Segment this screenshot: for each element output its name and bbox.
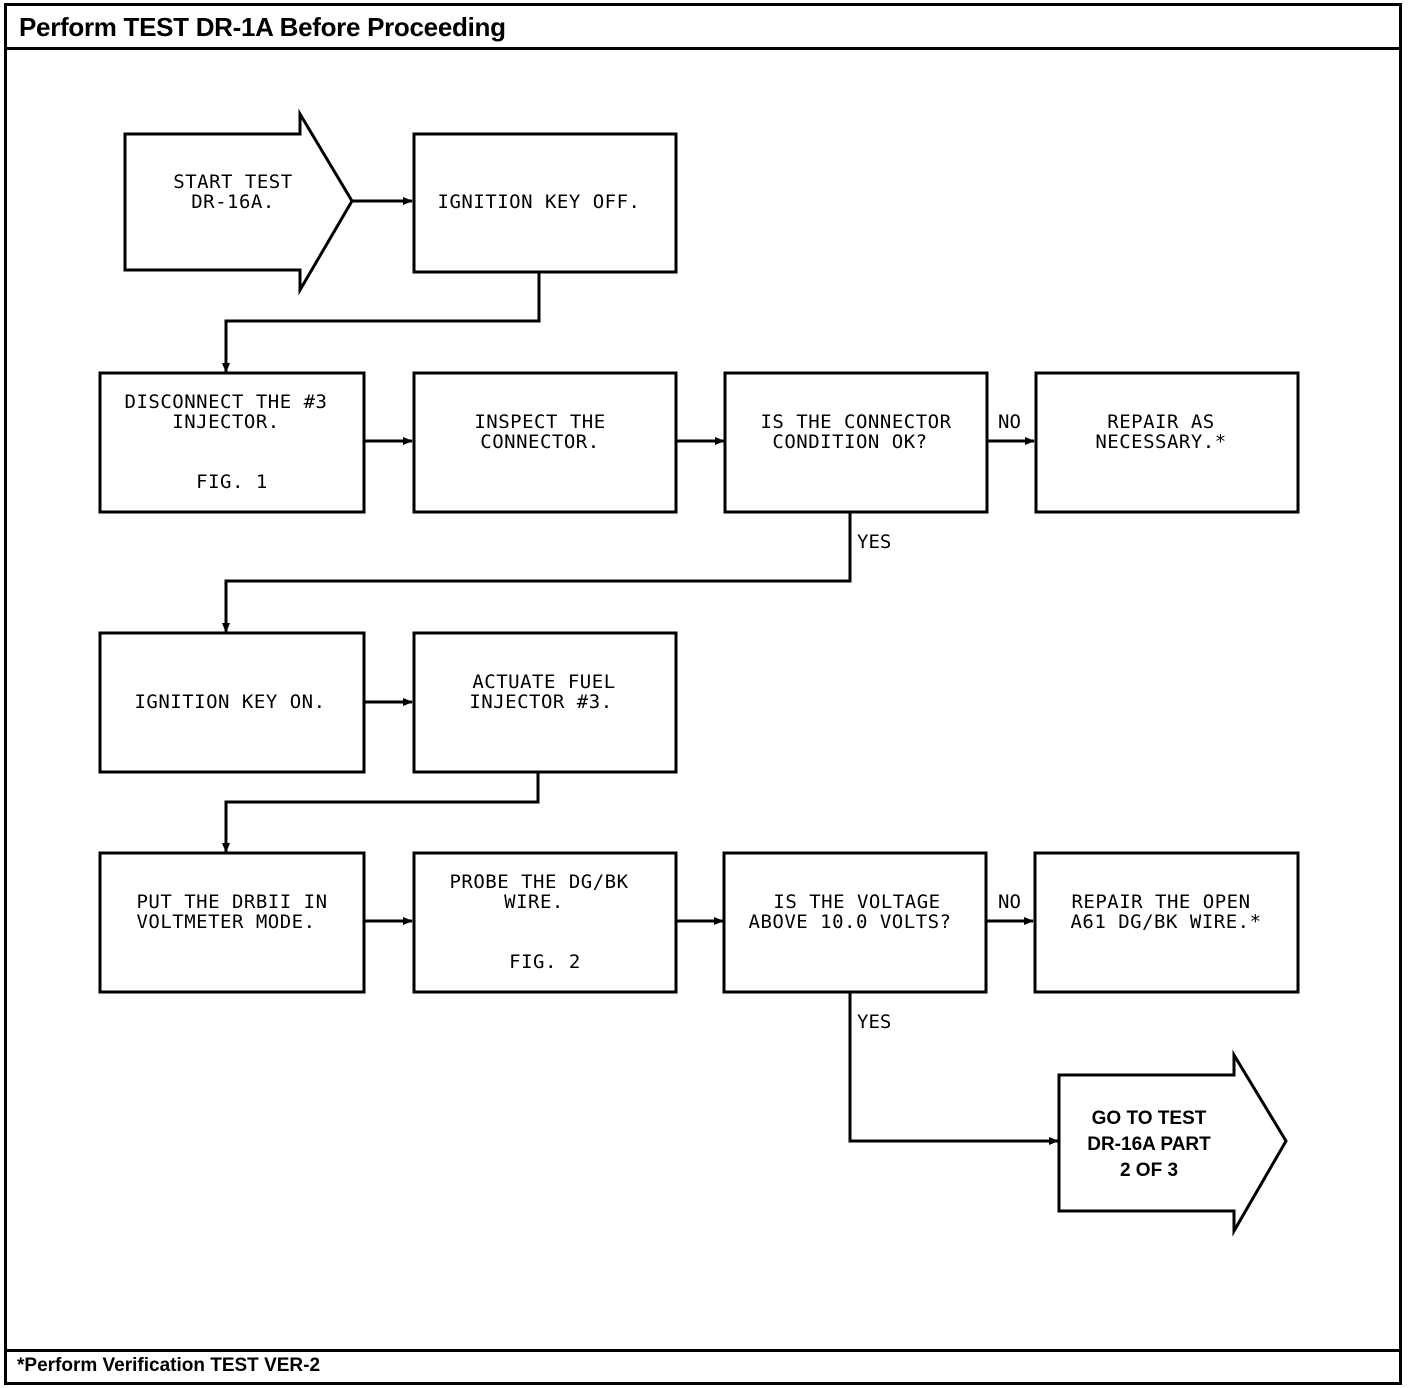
probe-fig: FIG. 2 (509, 951, 581, 973)
goto-line-2: DR-16A PART (1087, 1134, 1211, 1155)
label-no-1: NO (998, 411, 1021, 433)
disconnect-line-1: DISCONNECT THE #3 (125, 391, 328, 413)
ignition-off-node: IGNITION KEY OFF. (412, 132, 678, 274)
footer-bar: *Perform Verification TEST VER-2 (7, 1349, 1399, 1382)
ignition-off-line-1: IGNITION KEY OFF. (438, 191, 641, 213)
connector-connector-ok-yes (222, 512, 852, 633)
connectors (222, 197, 1059, 1145)
connector-ignition-off-to-disconnect (222, 272, 541, 373)
voltmeter-box (98, 851, 366, 994)
disconnect-line-2: INJECTOR. (172, 411, 279, 433)
repair-open-line-2: A61 DG/BK WIRE.* (1070, 911, 1261, 933)
page-frame: Perform TEST DR-1A Before Proceeding *Pe… (4, 3, 1402, 1385)
voltmeter-node: PUT THE DRBII IN VOLTMETER MODE. (98, 851, 366, 994)
connector-ok-node: IS THE CONNECTOR CONDITION OK? (723, 371, 989, 514)
repair-necessary-line-2: NECESSARY.* (1095, 431, 1226, 453)
header-bar: Perform TEST DR-1A Before Proceeding (7, 6, 1399, 50)
start-node: START TEST DR-16A. (123, 108, 354, 296)
footer-note: *Perform Verification TEST VER-2 (17, 1355, 321, 1376)
voltage-check-line-1: IS THE VOLTAGE (773, 891, 940, 913)
voltmeter-line-1: PUT THE DRBII IN (136, 891, 327, 913)
probe-node: PROBE THE DG/BK WIRE. FIG. 2 (412, 851, 678, 994)
start-line-1: START TEST (173, 171, 292, 193)
connector-ok-box (723, 371, 989, 514)
page-title: Perform TEST DR-1A Before Proceeding (19, 12, 506, 42)
repair-open-line-1: REPAIR THE OPEN (1071, 891, 1250, 913)
connector-actuate-to-voltmeter (222, 772, 540, 853)
label-yes-1: YES (857, 531, 891, 553)
probe-line-2: WIRE. (504, 891, 564, 913)
disconnect-box (98, 371, 366, 514)
ignition-on-box (98, 631, 366, 774)
actuate-line-1: ACTUATE FUEL (472, 671, 615, 693)
start-arrow-shape (123, 108, 354, 296)
repair-necessary-node: REPAIR AS NECESSARY.* (1034, 371, 1300, 514)
label-yes-2: YES (857, 1011, 891, 1033)
inspect-line-1: INSPECT THE (474, 411, 605, 433)
connector-ok-line-1: IS THE CONNECTOR (760, 411, 951, 433)
disconnect-node: DISCONNECT THE #3 INJECTOR. FIG. 1 (98, 371, 366, 514)
actuate-box (412, 631, 678, 774)
goto-arrow-shape[interactable] (1057, 1049, 1288, 1237)
voltmeter-line-2: VOLTMETER MODE. (136, 911, 315, 933)
goto-line-3: 2 OF 3 (1120, 1160, 1178, 1181)
actuate-node: ACTUATE FUEL INJECTOR #3. (412, 631, 678, 774)
connector-ok-line-2: CONDITION OK? (772, 431, 927, 453)
voltage-check-line-2: ABOVE 10.0 VOLTS? (749, 911, 952, 933)
inspect-node: INSPECT THE CONNECTOR. (412, 371, 678, 514)
probe-line-1: PROBE THE DG/BK (449, 871, 628, 893)
actuate-line-2: INJECTOR #3. (469, 691, 612, 713)
voltage-check-node: IS THE VOLTAGE ABOVE 10.0 VOLTS? (722, 851, 988, 994)
label-no-2: NO (998, 891, 1021, 913)
goto-node[interactable]: GO TO TEST DR-16A PART 2 OF 3 (1057, 1049, 1288, 1237)
ignition-on-line-1: IGNITION KEY ON. (134, 691, 325, 713)
connector-voltage-check-yes (848, 992, 1059, 1145)
inspect-line-2: CONNECTOR. (480, 431, 599, 453)
probe-box (412, 851, 678, 994)
repair-open-box (1033, 851, 1300, 994)
repair-necessary-box (1034, 371, 1300, 514)
ignition-off-box (412, 132, 678, 274)
voltage-check-box (722, 851, 988, 994)
repair-necessary-line-1: REPAIR AS (1107, 411, 1214, 433)
repair-open-node: REPAIR THE OPEN A61 DG/BK WIRE.* (1033, 851, 1300, 994)
start-line-2: DR-16A. (191, 191, 275, 213)
inspect-box (412, 371, 678, 514)
disconnect-fig: FIG. 1 (196, 471, 268, 493)
goto-line-1: GO TO TEST (1092, 1108, 1207, 1129)
ignition-on-node: IGNITION KEY ON. (98, 631, 366, 774)
